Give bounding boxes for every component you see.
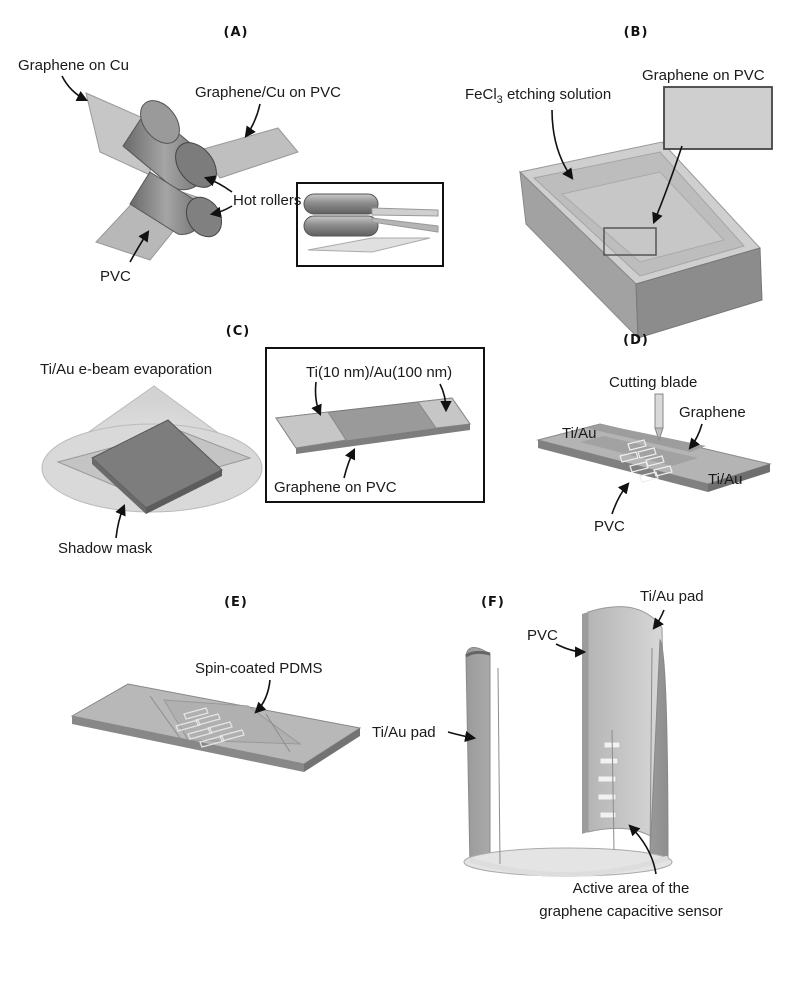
panel-d: (D) Cutting blade Graphene Ti/Au Ti/Au P… <box>536 333 772 535</box>
label-active-area-line1: Active area of the <box>573 880 690 897</box>
panel-f-label: (F) <box>481 595 505 610</box>
arrow-thickness-left <box>311 381 322 417</box>
arrow-graphene-on-pvc-b <box>652 145 683 225</box>
panel-a: (A) Graphene on Cu Graphene/Cu <box>18 25 444 285</box>
label-tiau-left-d: Ti/Au <box>562 425 596 442</box>
arrow-graphene-cu-on-pvc <box>244 103 261 138</box>
label-shadow-mask: Shadow mask <box>58 540 153 557</box>
panel-d-label: (D) <box>623 333 649 348</box>
label-thickness: Ti(10 nm)/Au(100 nm) <box>306 364 452 381</box>
panel-b-label: (B) <box>624 25 649 40</box>
sensor-pads <box>597 741 621 819</box>
electrode-inset <box>265 347 485 503</box>
graphene-pvc-inset <box>663 86 773 150</box>
panel-a-label: (A) <box>224 25 249 40</box>
arrow-hot-rollers-lower <box>209 205 233 218</box>
label-evaporation: Ti/Au e-beam evaporation <box>40 361 212 378</box>
arrow-active-area <box>628 824 657 875</box>
label-graphene-on-cu: Graphene on Cu <box>18 57 129 74</box>
label-graphene-on-pvc-c: Graphene on PVC <box>274 479 397 496</box>
arrow-pvc-f <box>555 643 587 658</box>
arrow-graphene-on-cu <box>61 75 89 102</box>
cutting-blade <box>654 393 664 442</box>
label-hot-rollers: Hot rollers <box>233 192 301 209</box>
label-graphene-cu-on-pvc: Graphene/Cu on PVC <box>195 84 341 101</box>
roller-inset <box>296 182 444 267</box>
serpentine-pattern <box>619 439 673 483</box>
label-tiau-pad-top: Ti/Au pad <box>640 588 704 605</box>
label-tiau-pad-left: Ti/Au pad <box>372 724 436 741</box>
device-strip-d <box>536 423 772 492</box>
label-tiau-right-d: Ti/Au <box>708 471 742 488</box>
panel-c-label: (C) <box>226 324 250 339</box>
panel-c: (C) Ti/Au e-beam evaporation Shadow mask… <box>40 324 485 557</box>
label-active-area-line2: graphene capacitive sensor <box>539 903 722 920</box>
arrow-thickness-right <box>439 383 452 413</box>
label-etching-solution: FeCl3 etching solution <box>465 86 611 106</box>
label-graphene-on-pvc-b: Graphene on PVC <box>642 67 765 84</box>
label-pvc-a: PVC <box>100 268 131 285</box>
arrow-graphene-on-pvc-c <box>343 447 356 479</box>
arrow-graphene-d <box>688 423 703 450</box>
label-pvc-f: PVC <box>527 627 558 644</box>
device-strip-e <box>70 683 362 772</box>
arrow-etching-solution <box>551 109 574 180</box>
label-cutting-blade: Cutting blade <box>609 374 697 391</box>
arrow-pvc-a <box>129 230 150 263</box>
arrow-shadow-mask <box>115 503 126 539</box>
shadow-mask <box>91 419 223 514</box>
curved-sensor <box>463 606 673 877</box>
label-pvc-d: PVC <box>594 518 625 535</box>
arrow-pvc-d <box>611 482 630 515</box>
arrow-hot-rollers-upper <box>203 175 233 193</box>
panel-b: (B) Graphene on PVC FeCl3 etching soluti… <box>465 25 773 340</box>
label-graphene-d: Graphene <box>679 404 746 421</box>
etching-tray <box>518 141 763 340</box>
etching-highlight-box <box>603 227 657 256</box>
arrow-tiau-pad-top <box>652 609 665 630</box>
label-pdms: Spin-coated PDMS <box>195 660 323 677</box>
panel-e: (E) Spin-coated PDMS <box>70 595 362 772</box>
arrow-pdms <box>254 679 271 714</box>
panel-e-label: (E) <box>224 595 248 610</box>
serpentine-pattern-e <box>175 707 245 748</box>
arrow-tiau-pad-left <box>447 731 477 743</box>
panel-f: (F) Ti/Au pad PVC Ti/Au pad Active area … <box>372 588 723 920</box>
